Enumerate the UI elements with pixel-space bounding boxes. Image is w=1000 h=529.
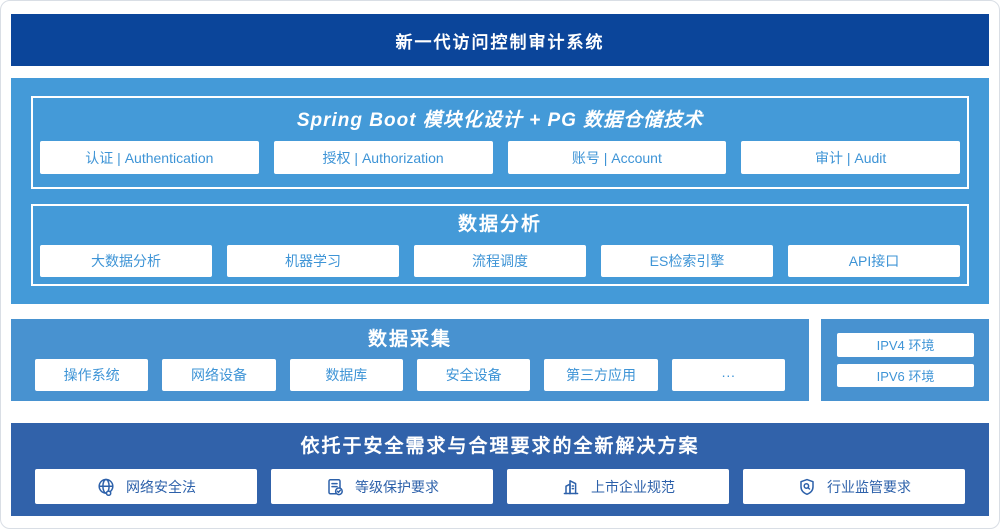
env-box-ipv4: IPV4 环境 <box>837 333 974 357</box>
collection-box-os: 操作系统 <box>35 359 149 391</box>
solution-box-label: 上市企业规范 <box>591 478 675 495</box>
analysis-box-ml: 机器学习 <box>227 245 399 277</box>
springboot-section: Spring Boot 模块化设计 + PG 数据仓储技术 认证 | Authe… <box>31 96 969 189</box>
collection-box-thirdparty: 第三方应用 <box>544 359 658 391</box>
solution-title: 依托于安全需求与合理要求的全新解决方案 <box>300 436 700 457</box>
module-box-authorization: 授权 | Authorization <box>273 141 493 174</box>
system-title: 新一代访问控制审计系统 <box>395 32 605 52</box>
solution-box-label: 等级保护要求 <box>355 478 439 495</box>
analysis-box-api: API接口 <box>788 245 960 277</box>
module-box-authentication: 认证 | Authentication <box>40 141 259 174</box>
analysis-box-scheduling: 流程调度 <box>414 245 586 277</box>
module-box-row: 认证 | Authentication 授权 | Authorization 账… <box>40 141 960 174</box>
data-analysis-section: 数据分析 大数据分析 机器学习 流程调度 ES检索引擎 API接口 <box>31 204 969 286</box>
collection-box-row: 操作系统 网络设备 数据库 安全设备 第三方应用 ··· <box>35 359 785 391</box>
solution-box-label: 行业监管要求 <box>827 478 911 495</box>
data-collection-block: 数据采集 操作系统 网络设备 数据库 安全设备 第三方应用 ··· <box>11 319 809 401</box>
solution-block: 依托于安全需求与合理要求的全新解决方案 网络安全法 <box>11 423 989 516</box>
environment-block: IPV4 环境 IPV6 环境 <box>821 319 989 401</box>
analysis-box-es: ES检索引擎 <box>601 245 773 277</box>
shield-magnifier-icon <box>797 477 817 497</box>
analysis-box-row: 大数据分析 机器学习 流程调度 ES检索引擎 API接口 <box>40 245 960 277</box>
solution-box-label: 网络安全法 <box>126 478 196 495</box>
system-title-banner: 新一代访问控制审计系统 <box>11 14 989 66</box>
building-icon <box>561 477 581 497</box>
module-box-audit: 审计 | Audit <box>741 141 960 174</box>
globe-icon <box>96 477 116 497</box>
collection-box-security: 安全设备 <box>416 359 531 391</box>
collection-box-database: 数据库 <box>289 359 403 391</box>
data-collection-title: 数据采集 <box>367 329 452 350</box>
collection-box-more: ··· <box>671 359 785 391</box>
solution-box-industry-supervision: 行业监管要求 <box>743 469 965 504</box>
collection-box-network: 网络设备 <box>162 359 276 391</box>
solution-box-listed-company: 上市企业规范 <box>507 469 729 504</box>
env-box-ipv6: IPV6 环境 <box>837 363 974 387</box>
collection-row: 数据采集 操作系统 网络设备 数据库 安全设备 第三方应用 ··· IPV4 环… <box>11 319 989 401</box>
platform-block: Spring Boot 模块化设计 + PG 数据仓储技术 认证 | Authe… <box>11 78 989 304</box>
springboot-section-title: Spring Boot 模块化设计 + PG 数据仓储技术 <box>296 110 704 131</box>
solution-box-row: 网络安全法 等级保护要求 <box>35 469 965 504</box>
document-check-icon <box>325 477 345 497</box>
analysis-box-bigdata: 大数据分析 <box>40 245 212 277</box>
solution-box-classified-protection: 等级保护要求 <box>271 469 493 504</box>
module-box-account: 账号 | Account <box>507 141 727 174</box>
data-analysis-title: 数据分析 <box>457 214 542 235</box>
solution-box-cybersecurity-law: 网络安全法 <box>35 469 257 504</box>
